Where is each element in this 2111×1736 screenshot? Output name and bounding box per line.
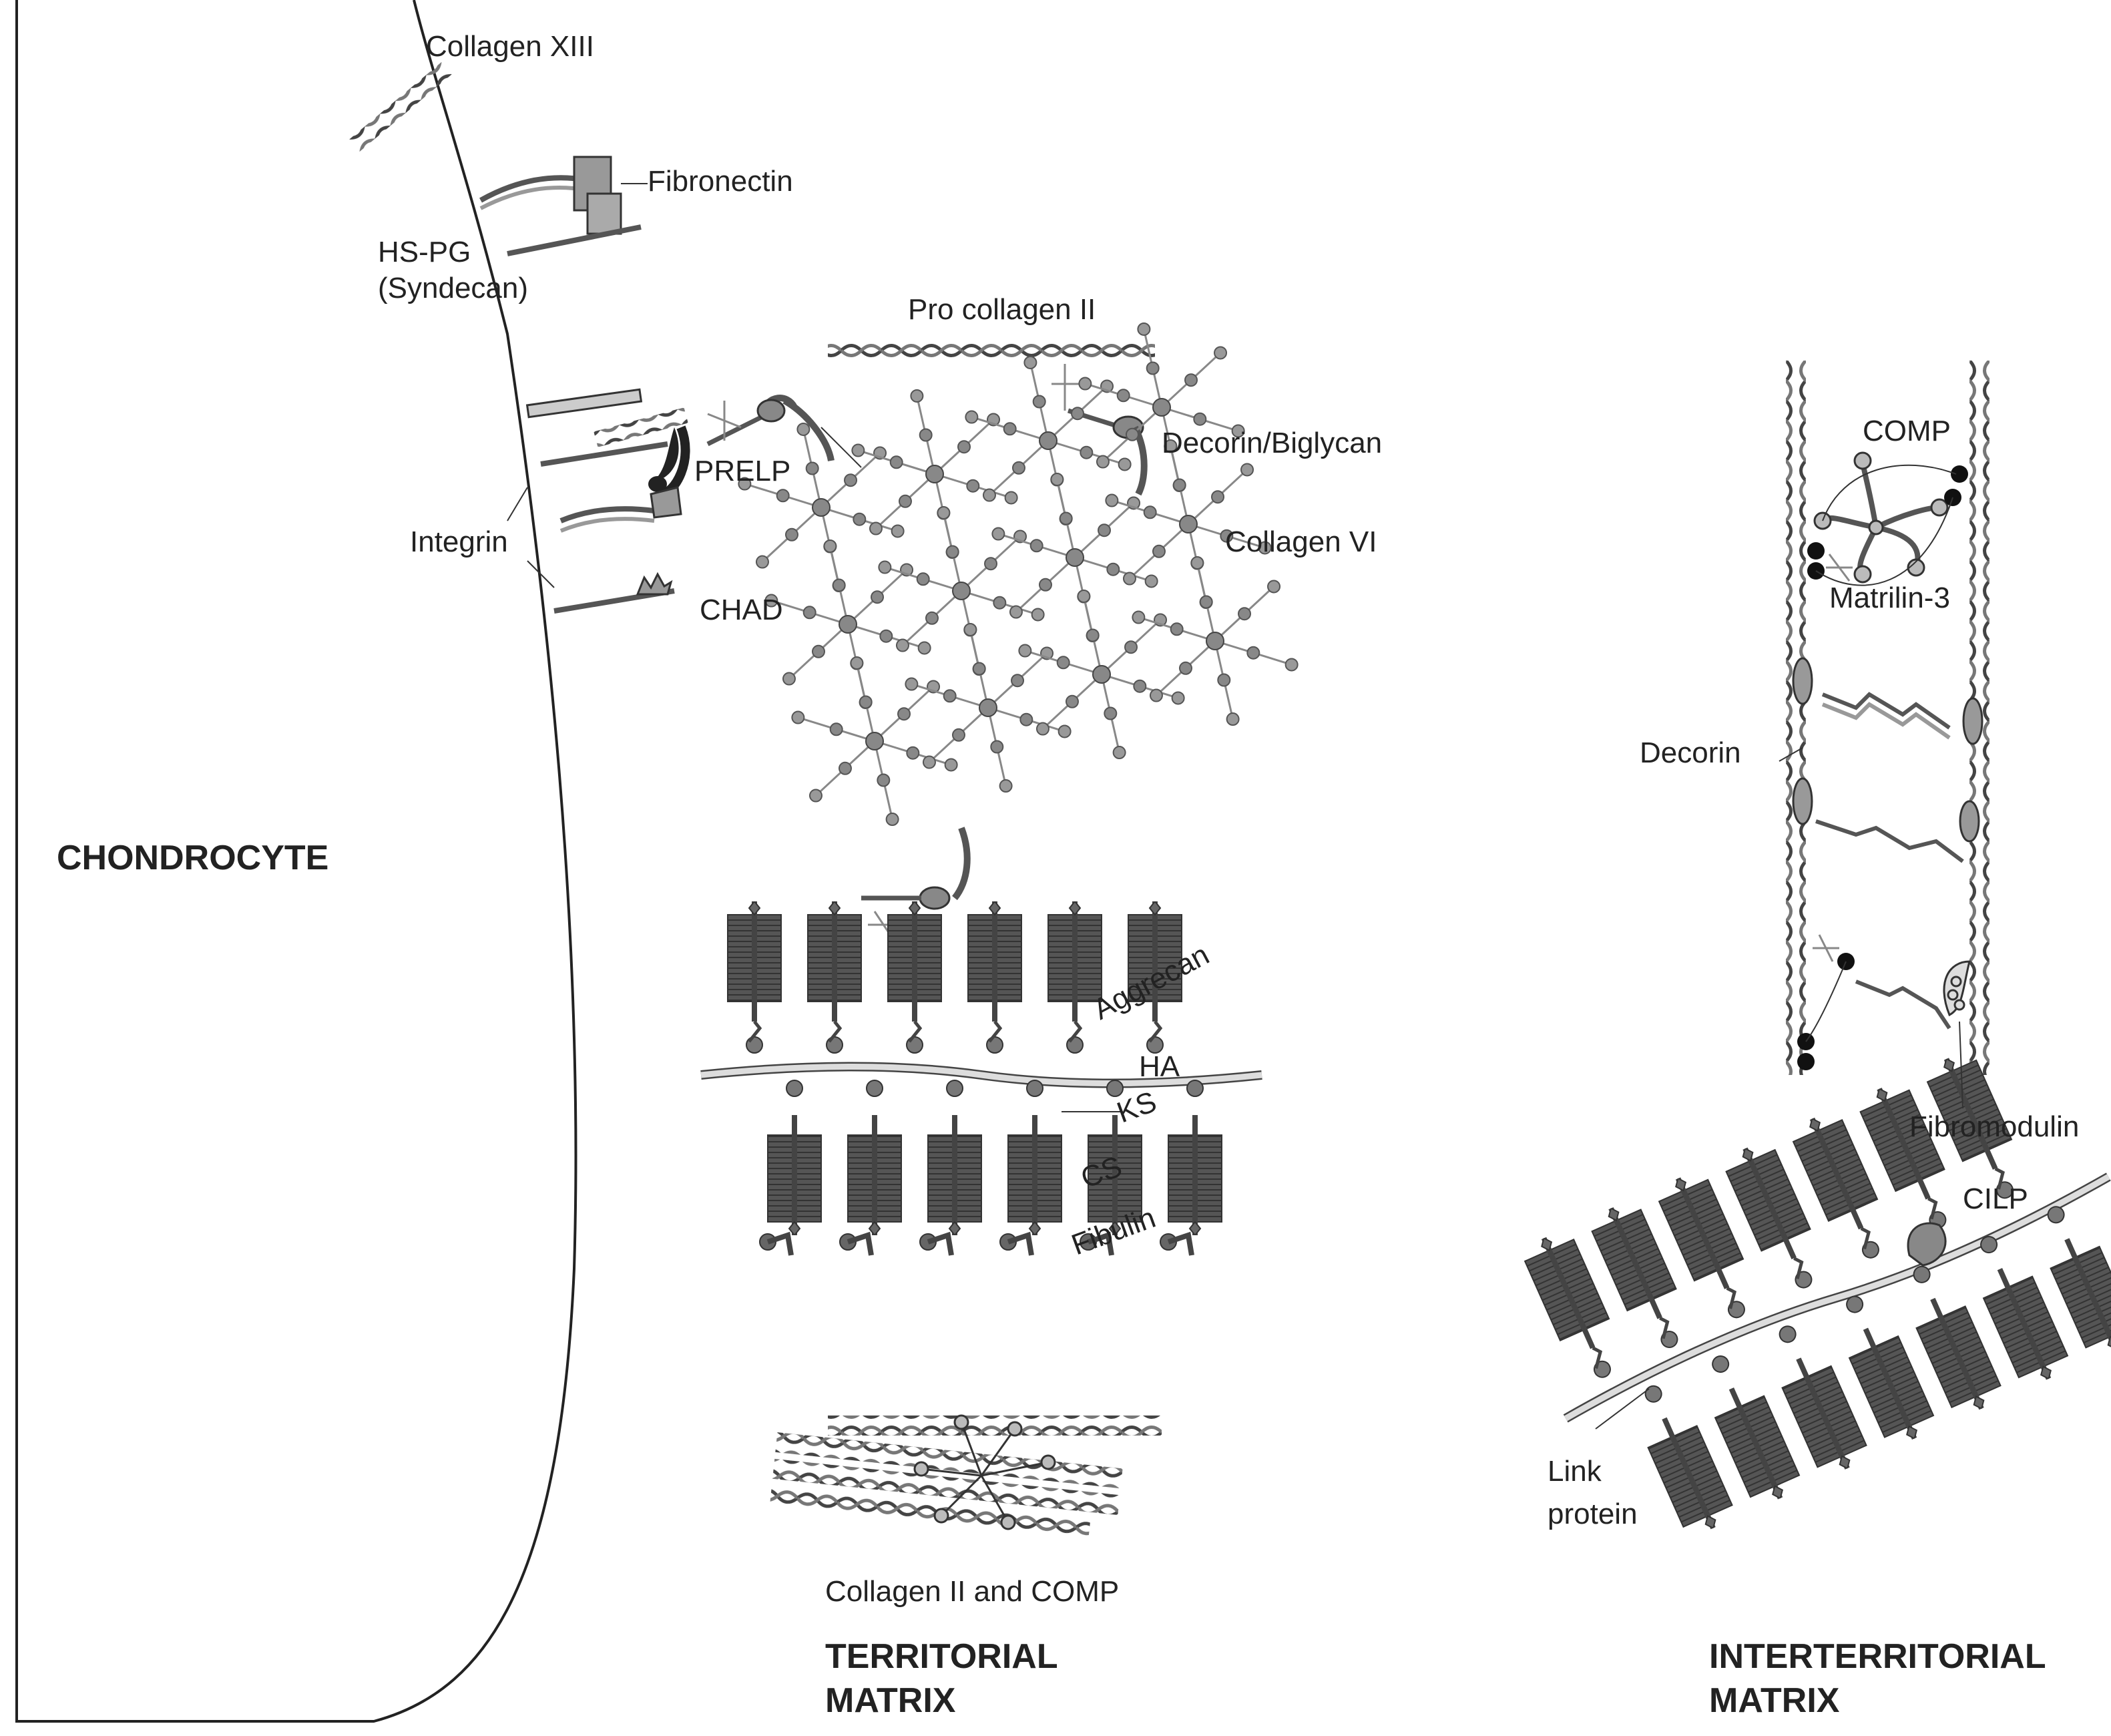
- label-collagen-ii-comp: Collagen II and COMP: [825, 1575, 1119, 1608]
- chondrocyte-membrane: [15, 0, 577, 1723]
- label-collagen-vi: Collagen VI: [1225, 525, 1377, 558]
- label-collagen-xiii: Collagen XIII: [426, 30, 594, 63]
- label-link-protein: protein: [1548, 1498, 1638, 1530]
- hspg-glyph: [507, 224, 642, 256]
- interterritorial-fibrils: [1786, 361, 1989, 1075]
- label-chad: CHAD: [700, 594, 783, 626]
- label-integrin: Integrin: [410, 525, 508, 558]
- integrin-glyph: [507, 388, 690, 588]
- label-decorin-biglycan: Decorin/Biglycan: [1162, 427, 1382, 459]
- decorin-linker-glyph: [861, 827, 971, 942]
- label-link: Link: [1548, 1455, 1602, 1488]
- label-comp: COMP: [1863, 415, 1951, 447]
- label-interterritorial: INTERTERRITORIAL: [1709, 1637, 2046, 1676]
- label-fibronectin: Fibronectin: [648, 165, 793, 198]
- label-territorial-matrix: MATRIX: [825, 1681, 956, 1720]
- prelp-glyph: [706, 395, 835, 462]
- label-hspg: HS-PG: [378, 236, 471, 268]
- cilp-glyph: [1907, 1222, 1947, 1267]
- collagen-xiii-glyph: [349, 61, 452, 152]
- collagen-ii-comp-bundle: [769, 1414, 1162, 1539]
- label-decorin: Decorin: [1640, 736, 1741, 769]
- chad-glyph: [553, 572, 675, 614]
- label-matrilin-3: Matrilin-3: [1829, 582, 1950, 614]
- label-chondrocyte: CHONDROCYTE: [57, 839, 328, 877]
- leader-lines: [621, 183, 1963, 1430]
- label-pro-collagen-ii: Pro collagen II: [908, 293, 1096, 326]
- label-cilp: CILP: [1963, 1182, 2028, 1215]
- decorin-biglycan-glyph: [1067, 408, 1148, 496]
- aggrecan-complex-interterritorial: [1495, 1018, 2111, 1565]
- label-syndecan: (Syndecan): [378, 272, 528, 304]
- pro-collagen-ii-glyph: [828, 337, 1155, 411]
- label-fibromodulin: Fibromodulin: [1909, 1110, 2079, 1143]
- label-prelp: PRELP: [694, 455, 790, 487]
- collagen-vi-network: [738, 322, 1299, 827]
- label-ha: HA: [1139, 1050, 1180, 1083]
- label-territorial: TERRITORIAL: [825, 1637, 1058, 1676]
- fibronectin-glyph: [479, 156, 622, 235]
- aggrecan-complex-territorial: [700, 901, 1262, 1256]
- label-interterritorial-matrix: MATRIX: [1709, 1681, 1840, 1720]
